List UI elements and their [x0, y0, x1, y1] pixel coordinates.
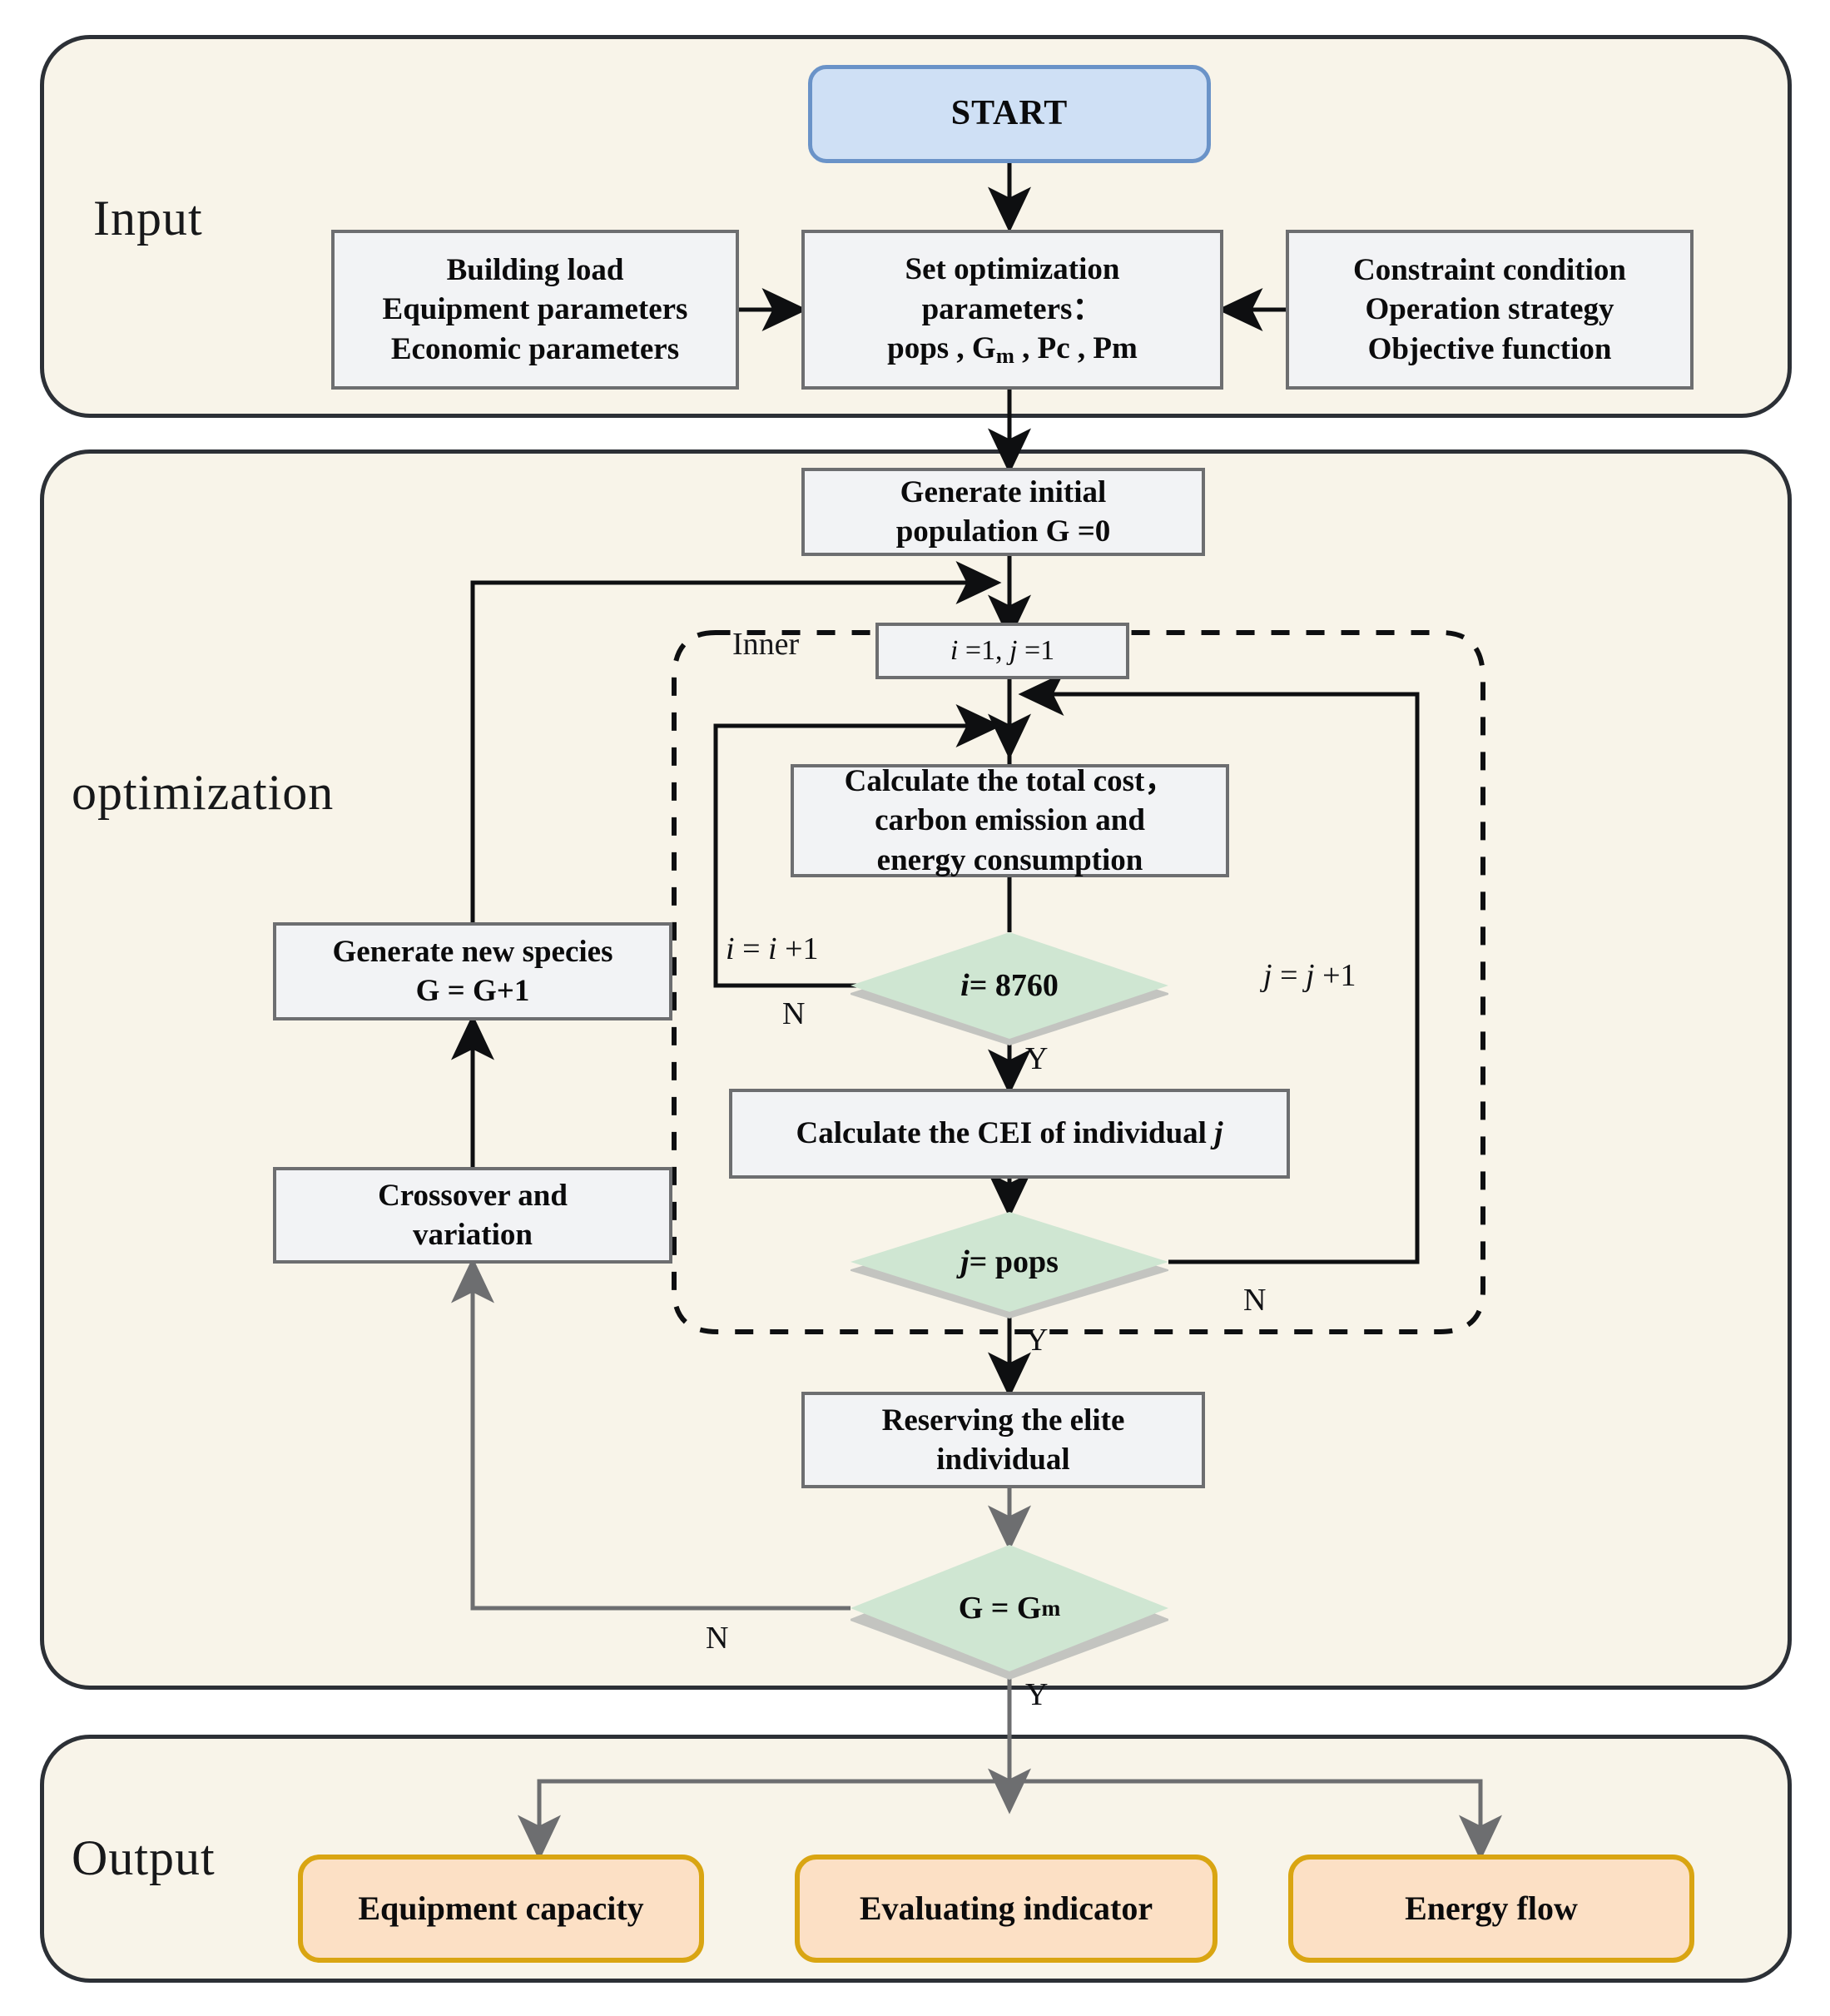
- calc-line-3: energy consumption: [876, 842, 1143, 877]
- decision-j-equals-pops[interactable]: j = pops: [851, 1212, 1168, 1318]
- label-j-increment: j = j +1: [1263, 958, 1356, 993]
- node-input-parameters[interactable]: Building load Equipment parameters Econo…: [331, 230, 739, 390]
- set-params-line-3: pops , Gm , Pc , Pm: [887, 330, 1138, 368]
- output-equipment-label: Equipment capacity: [358, 1889, 644, 1928]
- node-set-optimization-parameters[interactable]: Set optimization parameters： pops , Gm ,…: [801, 230, 1223, 390]
- constraint-line-1: Constraint condition: [1353, 252, 1626, 287]
- gen-init-line-2: population G =0: [895, 514, 1111, 549]
- node-reserve-elite[interactable]: Reserving the elite individual: [801, 1392, 1205, 1488]
- new-species-line-1: Generate new species: [332, 934, 613, 969]
- node-init-counters[interactable]: i =1, j =1: [875, 623, 1129, 679]
- set-params-line-2: parameters：: [921, 291, 1103, 326]
- calc-line-1: Calculate the total cost，: [844, 763, 1176, 798]
- label-inner-loop: Inner: [732, 627, 800, 662]
- node-output-energy-flow[interactable]: Energy flow: [1288, 1855, 1694, 1963]
- reserve-line-1: Reserving the elite: [881, 1403, 1125, 1438]
- node-start[interactable]: START: [808, 65, 1211, 163]
- node-calculate-cei[interactable]: Calculate the CEI of individual j: [729, 1089, 1290, 1179]
- crossover-line-1: Crossover and: [378, 1178, 568, 1213]
- panel-label-output: Output: [72, 1830, 216, 1885]
- calc-line-2: carbon emission and: [875, 803, 1145, 838]
- node-generate-new-species[interactable]: Generate new species G = G+1: [273, 922, 672, 1020]
- output-energy-label: Energy flow: [1405, 1889, 1578, 1928]
- label-branch-n-i: N: [782, 996, 806, 1031]
- node-calculate-objectives[interactable]: Calculate the total cost， carbon emissio…: [791, 764, 1229, 877]
- init-counters-label: i =1, j =1: [950, 635, 1055, 667]
- input-line-2: Equipment parameters: [382, 292, 688, 327]
- label-branch-y-i: Y: [1025, 1041, 1049, 1076]
- label-branch-n-j: N: [1243, 1283, 1267, 1318]
- node-output-equipment-capacity[interactable]: Equipment capacity: [298, 1855, 704, 1963]
- node-generate-initial-population[interactable]: Generate initial population G =0: [801, 468, 1205, 556]
- label-branch-y-g: Y: [1025, 1677, 1049, 1712]
- panel-label-input: Input: [93, 191, 203, 246]
- reserve-line-2: individual: [936, 1442, 1070, 1477]
- new-species-line-2: G = G+1: [415, 974, 530, 1008]
- decision-i-equals-8760[interactable]: i = 8760: [851, 932, 1168, 1045]
- input-line-1: Building load: [446, 252, 624, 287]
- label-branch-n-g: N: [706, 1621, 729, 1656]
- label-i-increment: i = i +1: [726, 931, 819, 966]
- crossover-line-2: variation: [413, 1218, 533, 1252]
- output-indicator-label: Evaluating indicator: [859, 1889, 1153, 1928]
- constraint-line-3: Objective function: [1367, 331, 1612, 366]
- set-params-line-1: Set optimization: [905, 252, 1120, 287]
- panel-label-optimization: optimization: [72, 765, 335, 820]
- start-label: START: [950, 94, 1069, 133]
- node-crossover-variation[interactable]: Crossover and variation: [273, 1167, 672, 1264]
- calc-cei-label: Calculate the CEI of individual j: [796, 1116, 1223, 1151]
- node-constraints[interactable]: Constraint condition Operation strategy …: [1286, 230, 1694, 390]
- label-branch-y-j: Y: [1025, 1323, 1049, 1358]
- constraint-line-2: Operation strategy: [1365, 292, 1614, 327]
- gen-init-line-1: Generate initial: [900, 474, 1107, 509]
- node-output-evaluating-indicator[interactable]: Evaluating indicator: [795, 1855, 1218, 1963]
- input-line-3: Economic parameters: [390, 331, 680, 366]
